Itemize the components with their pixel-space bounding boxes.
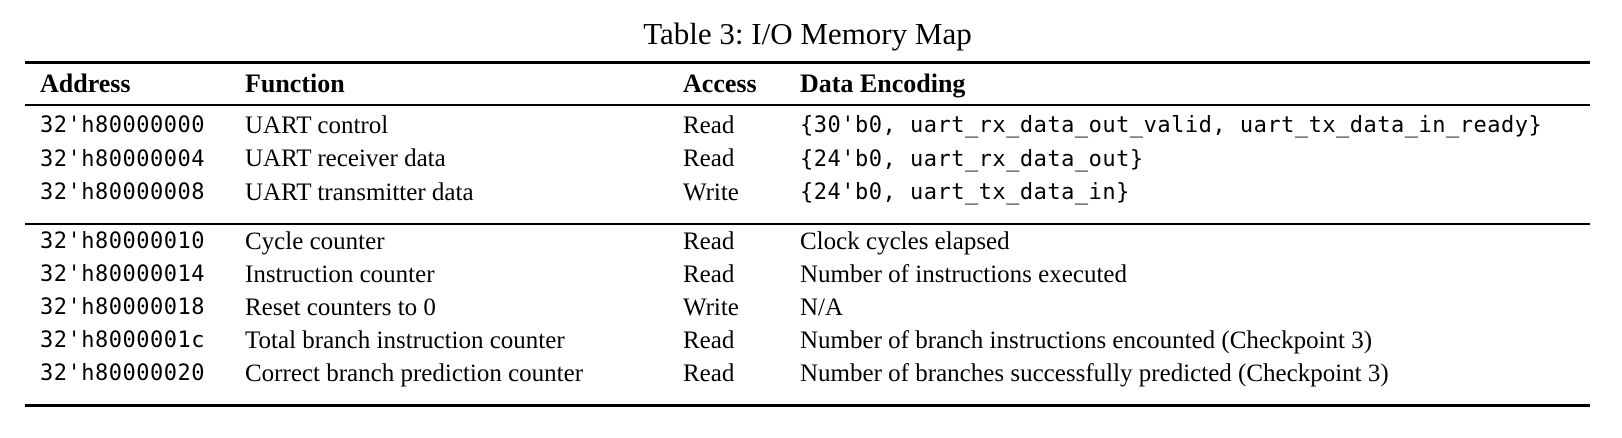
access-cell: Read <box>683 111 735 139</box>
encoding-cell: Number of instructions executed <box>800 260 1127 288</box>
table-row: 32'h80000014 Instruction counter Read Numbe… <box>40 258 1590 291</box>
function-cell: UART transmitter data <box>245 178 474 206</box>
table-top-rule <box>25 61 1590 64</box>
function-cell: Instruction counter <box>245 260 435 288</box>
encoding-cell: {24'b0, uart_tx_data_in} <box>800 180 1130 206</box>
table-row: 32'h80000000 UART control Read {30'b0, uart… <box>40 109 1590 143</box>
encoding-cell: Number of branches successfully predicte… <box>800 359 1389 387</box>
table-row: 32'h80000018 Reset counters to 0 Write N/A <box>40 291 1590 324</box>
table-row: 32'h80000008 UART transmitter data Write {2… <box>40 176 1590 210</box>
access-cell: Write <box>683 178 739 206</box>
table-row: 32'h8000001c Total branch instruction cou… <box>40 324 1590 357</box>
column-header-data-encoding: Data Encoding <box>800 69 966 98</box>
address-cell: 32'h80000014 <box>40 262 205 287</box>
function-cell: Reset counters to 0 <box>245 293 436 321</box>
function-cell: Correct branch prediction counter <box>245 359 584 387</box>
address-cell: 32'h8000001c <box>40 328 205 353</box>
access-cell: Read <box>683 260 735 288</box>
address-cell: 32'h80000008 <box>40 180 205 206</box>
table-header-rule <box>25 104 1590 106</box>
address-cell: 32'h80000000 <box>40 113 205 139</box>
column-header-function: Function <box>245 69 345 98</box>
encoding-cell: {24'b0, uart_rx_data_out} <box>800 146 1144 172</box>
encoding-cell: Number of branch instructions encounted … <box>800 326 1373 354</box>
column-header-address: Address <box>40 69 131 98</box>
table-row: 32'h80000010 Cycle counter Read Clock cycle… <box>40 225 1590 258</box>
access-cell: Read <box>683 359 735 387</box>
table-header-row: Address Function Access Data Encoding <box>40 64 1590 104</box>
function-cell: UART control <box>245 111 389 139</box>
encoding-cell: N/A <box>800 293 844 321</box>
table-mid-rule <box>25 223 1590 225</box>
table-bottom-rule <box>25 404 1590 407</box>
access-cell: Read <box>683 145 735 173</box>
encoding-cell: {30'b0, uart_rx_data_out_valid, uart_tx_… <box>800 113 1543 139</box>
table-row: 32'h80000004 UART receiver data Read {24'b0… <box>40 143 1590 177</box>
function-cell: Cycle counter <box>245 227 385 255</box>
access-cell: Read <box>683 326 735 354</box>
address-cell: 32'h80000020 <box>40 361 205 386</box>
address-cell: 32'h80000004 <box>40 146 205 172</box>
column-header-access: Access <box>683 69 757 98</box>
function-cell: UART receiver data <box>245 145 446 173</box>
table-row: 32'h80000020 Correct branch prediction co… <box>40 357 1590 390</box>
encoding-cell: Clock cycles elapsed <box>800 227 1010 255</box>
table-caption: Table 3: I/O Memory Map <box>643 16 972 51</box>
function-cell: Total branch instruction counter <box>245 326 565 354</box>
access-cell: Read <box>683 227 735 255</box>
access-cell: Write <box>683 293 739 321</box>
address-cell: 32'h80000010 <box>40 229 205 254</box>
address-cell: 32'h80000018 <box>40 295 205 320</box>
